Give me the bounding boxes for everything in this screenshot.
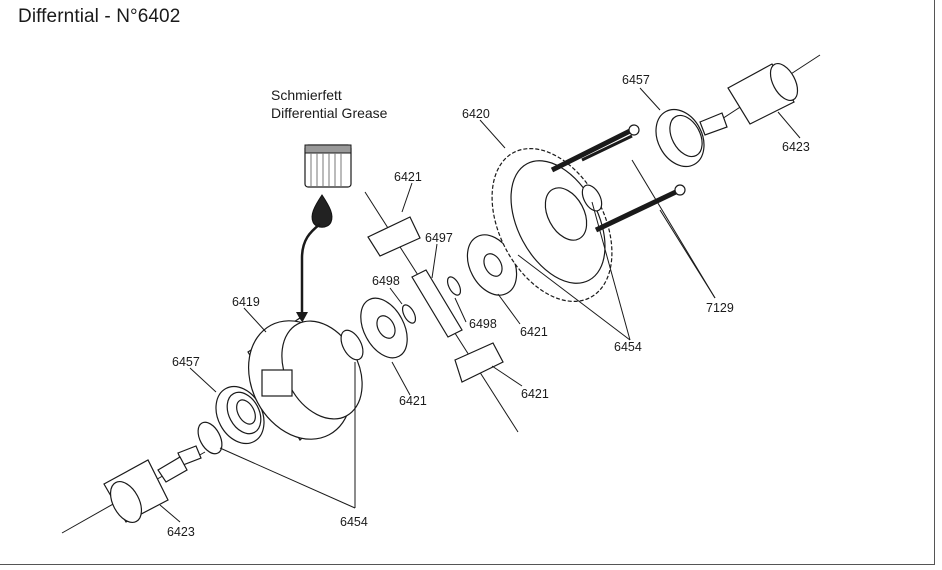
grease-label-de: Schmierfett: [271, 87, 342, 103]
pinion-gear-lower: [454, 342, 504, 383]
leader-6423-bottom: [159, 504, 181, 523]
grease-jar-icon: [304, 144, 352, 188]
o-ring-housing: [340, 329, 364, 361]
callout-6421-d: 6421: [521, 387, 549, 401]
callout-7129: 7129: [706, 301, 734, 315]
callout-6457-top: 6457: [622, 73, 650, 87]
o-ring-lower: [197, 421, 223, 455]
leader-6419: [243, 307, 267, 333]
output-cup-lower: [103, 445, 202, 523]
shim-lower: [401, 304, 417, 324]
callout-6457-bottom: 6457: [172, 355, 200, 369]
leader-6421-a: [401, 182, 413, 213]
leader-6454-bottom-a: [219, 447, 356, 509]
callout-6498-b: 6498: [469, 317, 497, 331]
callout-6454-mid: 6454: [614, 340, 642, 354]
bearing-upper: [655, 108, 705, 168]
callout-6423-top: 6423: [782, 140, 810, 154]
leader-6421-b: [497, 293, 521, 325]
pinion-gear-upper: [367, 216, 421, 257]
callout-6419: 6419: [232, 295, 260, 309]
grease-label-en: Differential Grease: [271, 105, 388, 121]
callout-6421-a: 6421: [394, 170, 422, 184]
screws: [550, 124, 686, 233]
side-gear-lower: [360, 297, 408, 359]
leader-6497: [431, 243, 438, 279]
page-title: Differntial - N°6402: [18, 6, 181, 27]
leader-6498-a: [389, 287, 403, 305]
callout-6497: 6497: [425, 231, 453, 245]
shim-upper: [446, 276, 462, 296]
diff-housing: [247, 317, 363, 441]
bearing-lower: [215, 385, 265, 445]
leader-6421-c: [391, 361, 411, 396]
callout-6421-c: 6421: [399, 394, 427, 408]
leader-6457-top: [639, 87, 661, 111]
callout-6420: 6420: [462, 107, 490, 121]
grease-arrow: [300, 223, 321, 318]
callout-6498-a: 6498: [372, 274, 400, 288]
callout-6421-b: 6421: [520, 325, 548, 339]
leader-7129-b: [659, 209, 716, 299]
output-cup-upper: [699, 63, 799, 136]
cross-pin: [411, 269, 463, 338]
side-gear-upper: [466, 234, 518, 296]
ring-gear: [491, 147, 613, 303]
leader-6457-bottom: [189, 367, 217, 393]
grease-drop-icon: [311, 194, 333, 228]
leader-6454-mid-a: [591, 201, 631, 341]
leader-6498-b: [454, 297, 467, 323]
leader-6420: [479, 119, 506, 149]
leader-6423-top: [777, 111, 801, 139]
leader-6421-d: [491, 365, 523, 387]
callout-6454-bottom: 6454: [340, 515, 368, 529]
o-ring-gear: [581, 184, 603, 212]
leader-6454-mid-b: [517, 254, 631, 341]
grease-arrow-head: [296, 312, 308, 323]
callout-6423-bottom: 6423: [167, 525, 195, 539]
